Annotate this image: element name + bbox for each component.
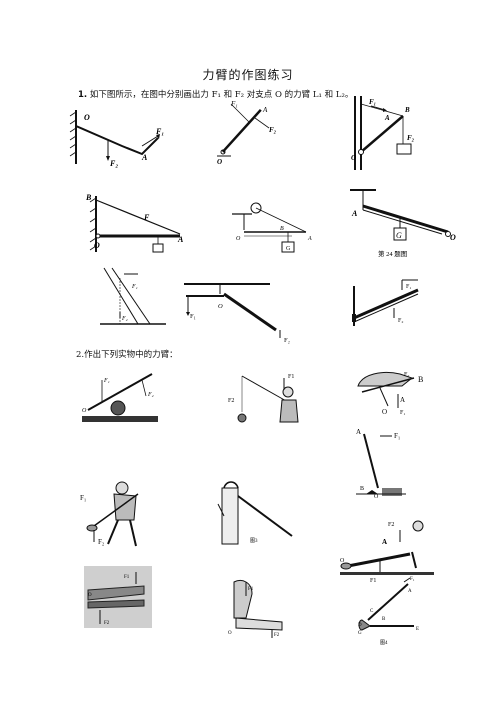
fig-label: G [286, 246, 291, 252]
q2-figure-i: F1 F2 O [228, 580, 283, 638]
fig-label: O [228, 631, 232, 636]
fig-label: F₂ [404, 372, 409, 378]
question-2: 2.作出下列实物中的力臂： [76, 350, 178, 360]
fig-label: A [400, 396, 405, 404]
fig-label: F1 [288, 374, 294, 380]
fig-label: F₂ [147, 392, 154, 398]
fig-label: B [280, 226, 284, 232]
fig-label: A [141, 153, 148, 162]
fig-label: F1 [124, 575, 130, 580]
q2-figure-h: F1 F2 O [84, 566, 152, 628]
q1-figure-g: F₁ F₂ [100, 267, 166, 325]
fig-label: F₂ [98, 538, 105, 546]
question-1-number: 1. [78, 90, 88, 100]
q1-figure-d: B F O A [85, 193, 184, 253]
fig-label: O [84, 113, 90, 122]
fig-label: B [85, 193, 92, 202]
fig-label: F₁ [131, 284, 138, 290]
q1-figure-i: F₁ F₂ [352, 279, 419, 326]
fig-label: F2 [274, 633, 280, 638]
fig-label: O [82, 408, 87, 414]
fig-label: F₁ [400, 410, 405, 416]
fig-label: F₁ [394, 432, 400, 440]
fig-label: F₁ [190, 313, 196, 320]
fig-label: F2 [228, 398, 234, 404]
fig-label: A [307, 236, 312, 242]
fig-label: B [404, 106, 410, 114]
fig-label: A [177, 235, 184, 244]
fig-label: F₂ [109, 159, 118, 168]
fig-label: F₁ [369, 98, 376, 106]
q2-figure-g: F2 A F1 O [340, 520, 434, 584]
question-1: 1. 如下图所示，在图中分别画出力 F₁ 和 F₂ 对支点 O 的力臂 L₁ 和… [78, 88, 353, 100]
fig-label: A [408, 589, 412, 594]
fig-label: E [416, 627, 419, 632]
fig-label: B [360, 486, 364, 492]
fig-label: A [356, 428, 361, 436]
fig-label: F₁ [410, 577, 415, 582]
fig-label: F₂ [269, 126, 277, 134]
fig-label: O [94, 241, 100, 250]
fig-label: A [384, 114, 390, 122]
fig-label: F1 [248, 587, 254, 592]
fig-label: G [358, 631, 362, 636]
fig-label: F₂ [121, 316, 128, 322]
fig-caption: 第 24 题图 [378, 249, 407, 258]
q2-figure-f: 图3 [217, 481, 293, 545]
fig-label: B [382, 617, 386, 622]
page-title: 力臂的作图练习 [202, 68, 294, 82]
q2-figure-a: F₁ F₂ O [82, 373, 158, 422]
q2-figure-c: F₂ B O A F₁ [357, 372, 423, 416]
fig-caption: 图3 [250, 538, 258, 544]
fig-label: O [340, 558, 345, 564]
fig-label: O [88, 593, 92, 598]
q2-figure-b: F1 F2 [228, 374, 299, 423]
fig-label: O [382, 408, 387, 416]
fig-caption: 图4 [380, 640, 388, 646]
fig-label: A [262, 106, 268, 114]
q1-figure-e: O B A G [232, 202, 312, 253]
question-1-text: 如下图所示，在图中分别画出力 F₁ 和 F₂ 对支点 O 的力臂 L₁ 和 L₂… [89, 90, 354, 100]
fig-label: F₂ [407, 134, 415, 142]
fig-label: F₁ [230, 100, 238, 108]
q1-figure-h: O F₁ F₂ [184, 283, 290, 344]
fig-label: F₁ [155, 127, 164, 136]
q1-figure-c: F₁ A B O F₂ [351, 96, 415, 170]
fig-label: F₂ [284, 337, 290, 344]
fig-label: D [358, 623, 362, 628]
q2-figure-e: F₁ F₂ [80, 481, 139, 547]
fig-label: O [218, 303, 223, 310]
fig-label: B [418, 375, 423, 384]
fig-label: O [236, 236, 241, 242]
q2-figure-j: F₁ A C B D G E 图4 [358, 577, 419, 646]
fig-label: G [396, 231, 402, 240]
q1-figure-b: F₁ A O F₂ [217, 100, 277, 166]
fig-label: O [374, 494, 379, 500]
fig-label: F1 [370, 578, 376, 584]
fig-label: O [217, 158, 222, 166]
fig-label: O [450, 233, 456, 242]
fig-label: A [382, 538, 387, 546]
fig-label: C [370, 609, 374, 614]
fig-label: F₁ [80, 494, 86, 502]
q2-figure-d: A F₁ B O [356, 428, 406, 500]
fig-label: A [351, 209, 358, 218]
fig-label: F [143, 213, 150, 222]
fig-label: F₂ [398, 318, 403, 324]
fig-label: F2 [104, 621, 110, 626]
fig-label: F2 [388, 522, 394, 528]
q1-figure-f: A G O 第 24 题图 [350, 189, 456, 258]
q1-figure-a: O F₁ F₂ A [69, 110, 164, 168]
fig-label: O [351, 154, 356, 162]
fig-label: F₁ [406, 284, 411, 290]
fig-label: F₁ [103, 378, 110, 384]
